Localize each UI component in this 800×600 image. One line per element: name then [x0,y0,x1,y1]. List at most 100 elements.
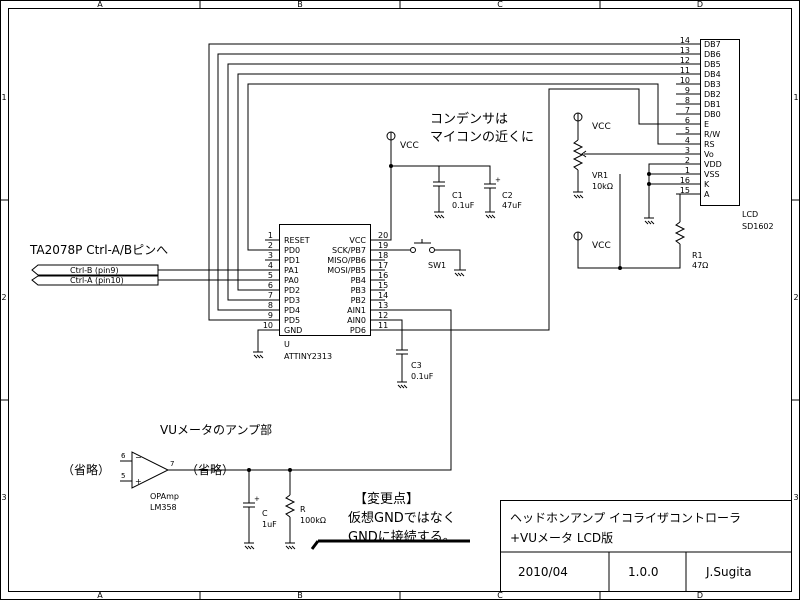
lcd-pin-number: 15 [680,186,690,195]
mcu-pin-number: 16 [378,271,388,280]
c3-ref: C3 [411,361,422,370]
mcu-pin-name: MOSI/PB5 [327,266,366,275]
lcd-pin-number: 2 [685,156,690,165]
lcd-pin-number: 6 [685,116,690,125]
mcu-pin-name: PD3 [284,296,300,305]
lcd-pin-name: DB5 [704,60,721,69]
sw1-label: SW1 [428,261,446,270]
vcc-label: VCC [592,241,611,251]
column-label: C [497,0,503,9]
mcu-pin-number: 7 [268,291,273,300]
date-field: 2010/04 [518,565,568,579]
mcu-pin-number: 14 [378,291,388,300]
column-label: D [697,591,703,600]
ta-header-note: TA2078P Ctrl-A/Bピンへ [29,243,168,257]
vu-amp: VUメータのアンプ部 6 5 7 − + （省略） （省略） OPAmp LM3… [62,422,326,550]
lcd-pin-name: DB3 [704,80,721,89]
lcd-pin-number: 1 [685,166,690,175]
svg-text:+: + [495,176,501,184]
mcu-pin-name: PA0 [284,276,299,285]
mcu-pin-number: 18 [378,251,388,260]
lcd-pin-number: 11 [680,66,690,75]
ctrl-a-label: Ctrl-A (pin10) [70,276,124,285]
mcu-pin-name: PD2 [284,286,300,295]
mcu-pin-name: AIN0 [347,316,366,325]
lcd-pin-name: DB6 [704,50,721,59]
row-label: 1 [1,93,6,102]
mcu-pin-name: PB2 [351,296,366,305]
svg-text:+: + [135,477,142,486]
column-label: A [97,591,103,600]
mcu-pin-number: 17 [378,261,388,270]
row-label: 2 [793,293,798,302]
lcd-pin-name: DB7 [704,40,721,49]
svg-text:+: + [254,495,260,503]
column-label: B [297,0,303,9]
omit-output-note: （省略） [186,462,234,477]
lcd-pin-number: 8 [685,96,690,105]
mcu-pin-number: 3 [268,251,273,260]
mcu-pin-number: 13 [378,301,388,310]
mcu-pin-number: 9 [268,311,273,320]
lcd-pin-number: 7 [685,106,690,115]
lcd-pin-name: VSS [704,170,720,179]
lcd-pin-number: 9 [685,86,690,95]
vcc-label: VCC [400,141,419,151]
column-label: D [697,0,703,9]
ctrl-connectors: Ctrl-B (pin9) Ctrl-A (pin10) TA2078P Ctr… [29,243,168,286]
c1-ref: C1 [452,191,463,200]
mcu-attiny2313: 1RESET2PD03PD14PA15PA06PD27PD38PD49PD510… [263,224,388,361]
mcu-pin-number: 19 [378,241,388,250]
ground-symbols: C3 0.1uF SW1 [253,261,466,389]
mcu-pin-number: 20 [378,231,388,240]
mcu-pin-name: PB3 [351,286,366,295]
mcu-pin-name: VCC [349,236,366,245]
lcd-contrast-backlight: VCC VR1 10kΩ VCC R1 47Ω [572,112,708,270]
row-label: 2 [1,293,6,302]
capacitor-note-line1: コンデンサは [430,111,508,127]
mcu-left-pins: 1RESET2PD03PD14PA15PA06PD27PD38PD49PD510… [263,231,310,335]
capacitor-note-line2: マイコンの近くに [430,130,534,145]
c2-ref: C2 [502,191,513,200]
mcu-pin-number: 15 [378,281,388,290]
lcd-pin-name: RS [704,140,715,149]
lcd-pin-name: K [704,180,710,189]
op-pin-plus: 5 [121,472,125,480]
lcd-pin-number: 12 [680,56,690,65]
mcu-lcd-wiring [158,43,676,471]
mcu-pin-number: 6 [268,281,273,290]
mcu-pin-number: 11 [378,321,388,330]
lcd-pin-name: A [704,190,710,199]
row-label: 3 [1,493,6,502]
lcd-pin-number: 16 [680,176,690,185]
mcu-pin-number: 1 [268,231,273,240]
mcu-pin-name: SCK/PB7 [332,246,366,255]
mcu-pin-name: RESET [284,236,310,245]
mcu-pin-name: MISO/PB6 [327,256,366,265]
change-note-line1: 【変更点】 [354,491,419,507]
change-note: 【変更点】 仮想GNDではなく GNDに接続する。 [310,491,470,550]
mcu-pin-name: GND [284,326,302,335]
ctrl-b-label: Ctrl-B (pin9) [70,266,119,275]
author-field: J.Sugita [705,565,752,579]
row-label: 3 [793,493,798,502]
row-label: 1 [793,93,798,102]
lcd-pin-name: DB0 [704,110,721,119]
lcd-pin-name: VDD [704,160,722,169]
op-pin-out: 7 [170,460,174,468]
mcu-right-pins: 20VCC19SCK/PB718MISO/PB617MOSI/PB516PB41… [327,231,388,335]
lcd-pin-number: 13 [680,46,690,55]
mcu-pin-name: PA1 [284,266,299,275]
op-pin-minus: 6 [121,452,126,460]
mcu-pin-number: 10 [263,321,273,330]
title-line1: ヘッドホンアンプ イコライザコントローラ [510,511,741,525]
decoupling-caps: VCC C1 0.1uF + C2 47uF [385,131,522,241]
change-note-line2: 仮想GNDではなく [348,510,456,526]
lcd-pin-name: E [704,120,709,129]
mcu-pin-name: PD4 [284,306,300,315]
vu-title: VUメータのアンプ部 [160,422,272,437]
change-note-line3: GNDに接続する。 [348,529,456,545]
